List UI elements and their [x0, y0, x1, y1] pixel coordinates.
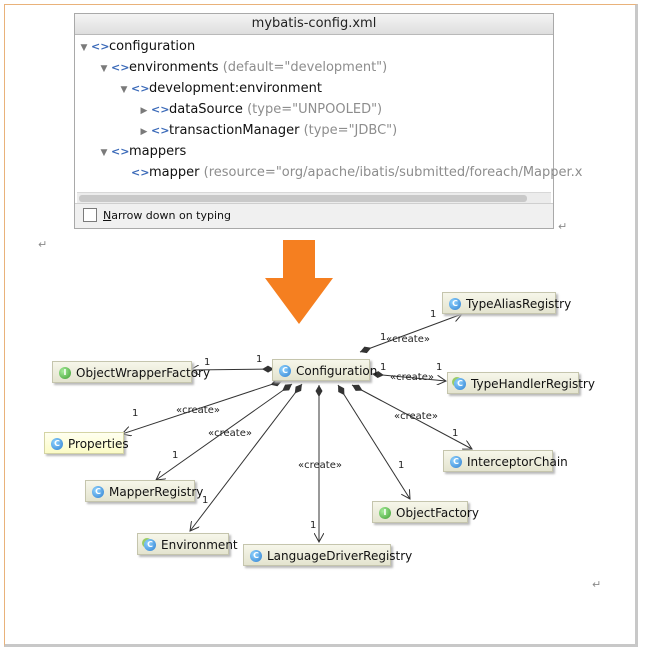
create-label: «create» — [298, 460, 342, 471]
xml-tag-icon: <> — [91, 40, 110, 53]
create-label: «create» — [390, 372, 434, 383]
generic-class-icon: C — [144, 538, 156, 551]
tree-node-label: environments — [129, 60, 219, 75]
multiplicity-label: 1 — [204, 357, 210, 368]
collapse-triangle-icon[interactable]: ▼ — [80, 43, 88, 53]
expand-triangle-icon[interactable]: ▶ — [140, 106, 148, 116]
create-label: «create» — [386, 334, 430, 345]
tree-node-development-environment[interactable]: ▼<>development:environment — [117, 79, 322, 99]
narrow-down-checkbox[interactable] — [83, 208, 97, 222]
class-icon: C — [449, 297, 461, 310]
tree-node-mapper[interactable]: <>mapper (resource="org/apache/ibatis/su… — [117, 163, 583, 183]
multiplicity-label: 1 — [380, 362, 386, 373]
tree-node-attribute: (type="UNPOOLED") — [247, 102, 383, 117]
multiplicity-label: 1 — [380, 332, 386, 343]
create-label: «create» — [394, 411, 438, 422]
collapse-triangle-icon[interactable]: ▼ — [100, 148, 108, 158]
create-label: «create» — [208, 428, 252, 439]
class-icon: C — [92, 485, 104, 498]
collapse-triangle-icon[interactable]: ▼ — [120, 85, 128, 95]
multiplicity-label: 1 — [132, 408, 138, 419]
create-label: «create» — [176, 405, 220, 416]
multiplicity-label: 1 — [256, 354, 262, 365]
tree-node-label: dataSource — [169, 102, 243, 117]
tree-node-attribute: (type="JDBC") — [303, 123, 398, 138]
collapse-triangle-icon[interactable]: ▼ — [100, 64, 108, 74]
tree-node-environments[interactable]: ▼<>environments (default="development") — [97, 58, 388, 78]
xml-tag-icon: <> — [111, 61, 130, 74]
outline-tree: ▼<>configuration ▼<>environments (defaul… — [75, 35, 583, 203]
interface-icon: I — [379, 506, 391, 519]
tree-node-transaction-manager[interactable]: ▶<>transactionManager (type="JDBC") — [137, 121, 398, 141]
multiplicity-label: 1 — [452, 428, 458, 439]
multiplicity-label: 1 — [202, 495, 208, 506]
tree-node-attribute: (default="development") — [222, 60, 388, 75]
expand-triangle-icon[interactable]: ▶ — [140, 127, 148, 137]
outline-title: mybatis-config.xml — [75, 14, 553, 35]
xml-tag-icon: <> — [131, 166, 150, 179]
xml-tag-icon: <> — [131, 82, 150, 95]
paragraph-mark: ↵ — [558, 220, 568, 233]
tree-node-mappers[interactable]: ▼<>mappers — [97, 142, 187, 162]
scrollbar-thumb[interactable] — [79, 195, 527, 202]
tree-node-label: development:environment — [149, 81, 322, 96]
paragraph-mark: ↵ — [38, 238, 48, 251]
down-arrow-icon — [265, 240, 333, 324]
xml-tag-icon: <> — [151, 103, 170, 116]
multiplicity-label: 1 — [310, 520, 316, 531]
tree-node-attribute: (resource="org/apache/ibatis/submitted/f… — [203, 165, 583, 180]
tree-node-label: mapper — [149, 165, 200, 180]
narrow-down-label: Narrow down on typing — [103, 209, 231, 222]
tree-node-label: mappers — [129, 144, 187, 159]
class-icon: C — [450, 455, 462, 468]
multiplicity-label: 1 — [436, 362, 442, 373]
tree-node-configuration[interactable]: ▼<>configuration — [77, 37, 196, 57]
edge-object-factory — [337, 384, 410, 499]
class-icon: C — [51, 437, 63, 450]
edge-type-handler-registry — [371, 374, 446, 381]
horizontal-scrollbar[interactable] — [77, 192, 551, 204]
outline-popup[interactable]: mybatis-config.xml ▼<>configuration ▼<>e… — [74, 13, 583, 229]
tree-node-label: transactionManager — [169, 123, 300, 138]
xml-tag-icon: <> — [111, 145, 130, 158]
tree-node-label: configuration — [109, 39, 196, 54]
class-icon: C — [279, 364, 291, 377]
multiplicity-label: 1 — [398, 460, 404, 471]
class-icon: C — [250, 549, 262, 562]
generic-class-icon: C — [454, 377, 466, 390]
edge-environment — [190, 383, 303, 531]
edge-type-alias-registry — [359, 314, 462, 352]
paragraph-mark: ↵ — [592, 578, 602, 591]
narrow-down-option[interactable]: Narrow down on typing — [75, 203, 553, 228]
multiplicity-label: 1 — [172, 450, 178, 461]
edge-object-wrapper-factory — [190, 369, 275, 370]
xml-tag-icon: <> — [151, 124, 170, 137]
multiplicity-label: 1 — [430, 309, 436, 320]
interface-icon: I — [59, 366, 71, 379]
tree-node-datasource[interactable]: ▶<>dataSource (type="UNPOOLED") — [137, 100, 383, 120]
